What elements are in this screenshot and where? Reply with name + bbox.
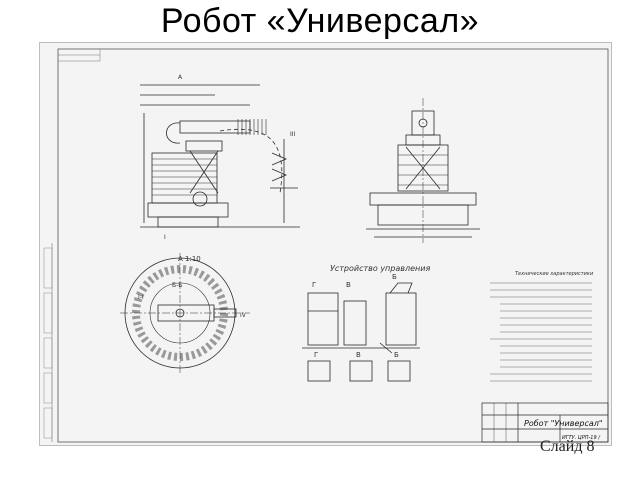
specs-lines xyxy=(490,282,592,382)
svg-text:В: В xyxy=(356,351,361,359)
title-block-name: Робот "Универсал" xyxy=(524,419,603,428)
control-unit-views xyxy=(302,282,420,382)
section-title: Устройство управления xyxy=(330,264,430,273)
drawing-sheet: А III I xyxy=(39,42,612,446)
svg-text:I-I: I-I xyxy=(138,294,144,301)
title-block xyxy=(481,402,609,443)
slide-number: Слайд 8 xyxy=(540,438,595,455)
svg-text:Б: Б xyxy=(394,351,399,359)
svg-text:III: III xyxy=(290,131,296,138)
robot-front-view xyxy=(366,98,480,243)
svg-text:В: В xyxy=(346,281,351,289)
svg-text:IV: IV xyxy=(240,312,247,319)
mark-A: А xyxy=(178,74,183,81)
detail-label: А 1:10 xyxy=(178,255,201,263)
left-margin-stamps xyxy=(43,247,53,439)
svg-text:Г: Г xyxy=(314,351,318,359)
specs-heading: Технические характеристики xyxy=(515,271,594,277)
title-block-code: ИГТУ. ЦРП-19 / xyxy=(562,435,601,441)
inner-frame xyxy=(57,48,609,443)
svg-text:Г: Г xyxy=(312,281,316,289)
robot-side-view xyxy=(140,84,300,228)
detail-view-a xyxy=(120,253,250,373)
slide-title: Робот «Универсал» xyxy=(160,2,480,40)
svg-text:Б-Б: Б-Б xyxy=(172,282,182,289)
top-left-stamp xyxy=(57,48,101,62)
technical-drawing: А III I xyxy=(43,48,609,443)
svg-text:I: I xyxy=(164,234,166,241)
svg-text:Б: Б xyxy=(392,273,397,281)
